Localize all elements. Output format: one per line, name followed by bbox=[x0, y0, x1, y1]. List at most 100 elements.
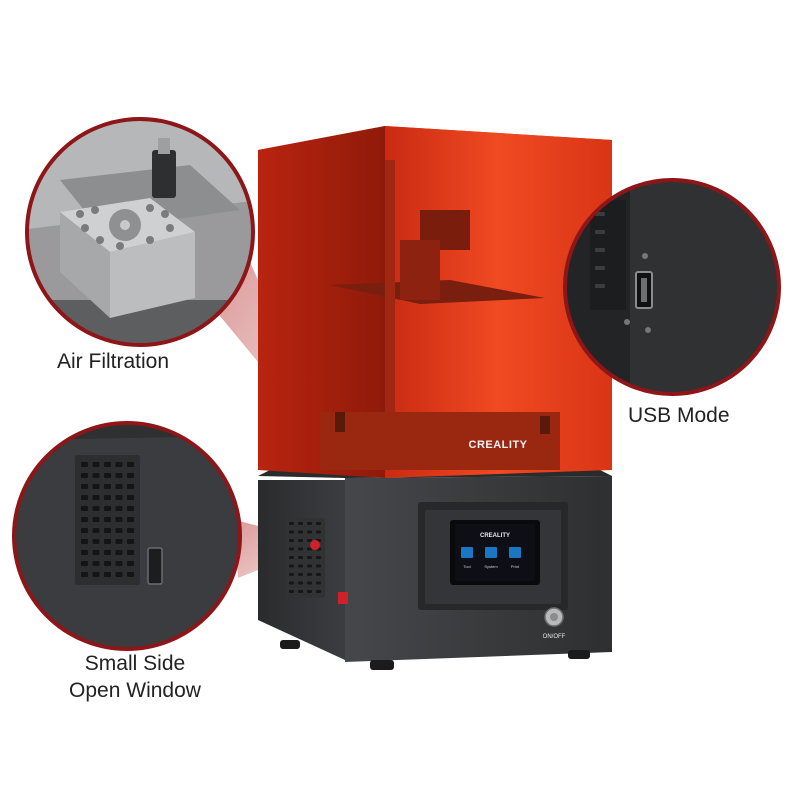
side-window-label-line2: Open Window bbox=[69, 679, 201, 702]
vent-slot bbox=[289, 522, 294, 525]
vent-slot bbox=[115, 572, 123, 577]
vent-slot bbox=[127, 561, 134, 566]
vent-slot bbox=[127, 506, 134, 511]
vent-slot bbox=[298, 590, 303, 593]
print-icon bbox=[509, 547, 521, 558]
vent-slot bbox=[92, 528, 100, 533]
vent-slot bbox=[307, 581, 312, 585]
vent-slot bbox=[104, 462, 111, 467]
vent-slot bbox=[289, 590, 294, 593]
screen-item-print: Print bbox=[511, 564, 520, 569]
vent-slot bbox=[316, 573, 321, 576]
vent-slot bbox=[115, 495, 123, 500]
vent-slot bbox=[115, 506, 123, 511]
vent-slot bbox=[104, 539, 111, 544]
vent-slot bbox=[92, 572, 100, 577]
vent-slot bbox=[298, 547, 303, 551]
filter-hole bbox=[76, 210, 84, 218]
vent-slot bbox=[127, 462, 134, 467]
cover-brand: CREALITY bbox=[469, 439, 528, 451]
vent-slot bbox=[289, 547, 294, 551]
vent-slot bbox=[115, 517, 123, 522]
vent-slot bbox=[115, 473, 123, 478]
vent-slot bbox=[104, 484, 111, 489]
filter-hole bbox=[116, 242, 124, 250]
foot bbox=[280, 640, 300, 649]
vent-slot bbox=[298, 581, 303, 585]
vent-slot bbox=[81, 528, 88, 533]
vent-slot bbox=[127, 484, 134, 489]
filter-hole bbox=[166, 224, 174, 232]
vent-slot bbox=[127, 572, 134, 577]
vent-slot bbox=[307, 590, 312, 593]
vent-slot bbox=[104, 517, 111, 522]
vent-slot bbox=[104, 495, 111, 500]
foot bbox=[568, 650, 590, 659]
vent-slot bbox=[595, 230, 605, 234]
vent-slot bbox=[127, 517, 134, 522]
side-window-callout bbox=[12, 421, 242, 651]
vent-slot bbox=[595, 284, 605, 288]
side-vent-grille bbox=[285, 518, 325, 598]
vent-slot bbox=[289, 539, 294, 542]
vent-slot bbox=[92, 539, 100, 544]
vent-slot bbox=[298, 556, 303, 559]
vent-slot bbox=[316, 556, 321, 559]
side-window-marker bbox=[310, 540, 320, 550]
vent-slot bbox=[92, 517, 100, 522]
vent-slot bbox=[92, 484, 100, 489]
vent-slot bbox=[81, 539, 88, 544]
vent-slot bbox=[307, 539, 312, 542]
vent-slot bbox=[92, 550, 100, 555]
vent-slot bbox=[104, 473, 111, 478]
printer-body bbox=[258, 470, 612, 670]
vent-slot bbox=[316, 522, 321, 525]
vent-slot bbox=[127, 528, 134, 533]
usb-mode-label: USB Mode bbox=[628, 404, 730, 427]
vent-slot bbox=[298, 530, 303, 534]
vent-slot bbox=[92, 506, 100, 511]
vent-slot bbox=[92, 473, 100, 478]
screen-item-system: System bbox=[484, 564, 498, 569]
vent-slot bbox=[289, 564, 294, 568]
filter-hole bbox=[91, 206, 99, 214]
vent-slot bbox=[115, 528, 123, 533]
filter-hole bbox=[161, 210, 169, 218]
vent-slot bbox=[81, 561, 88, 566]
resin-cover: CREALITY bbox=[258, 126, 612, 478]
vent-slot bbox=[595, 248, 605, 252]
vent-slot bbox=[104, 550, 111, 555]
vent-slot bbox=[595, 266, 605, 270]
vent-slot bbox=[81, 484, 88, 489]
vent-slot bbox=[316, 530, 321, 534]
system-icon bbox=[485, 547, 497, 558]
vent-slot bbox=[307, 522, 312, 525]
vent-slot bbox=[307, 573, 312, 576]
filter-hole bbox=[96, 236, 104, 244]
vent-slot bbox=[298, 573, 303, 576]
vent-slot bbox=[81, 473, 88, 478]
vent-slot bbox=[115, 561, 123, 566]
vent-slot bbox=[81, 572, 88, 577]
vent-slot bbox=[104, 506, 111, 511]
vent-slot bbox=[289, 556, 294, 559]
vent-slot bbox=[289, 581, 294, 585]
usb-port-marker bbox=[338, 592, 348, 604]
vent-slot bbox=[81, 506, 88, 511]
power-knob: ON/OFF bbox=[543, 607, 566, 640]
side-window-label-line1: Small Side bbox=[84, 652, 186, 675]
touchscreen: CREALITY Tool System Print bbox=[450, 520, 540, 585]
vent-slot bbox=[104, 528, 111, 533]
vent-slot bbox=[115, 539, 123, 544]
filter-hole bbox=[146, 204, 154, 212]
vent-slot bbox=[81, 495, 88, 500]
vent-slot bbox=[289, 530, 294, 534]
vent-slot bbox=[316, 564, 321, 568]
usb-mode-callout bbox=[563, 178, 781, 396]
filter-hole bbox=[81, 224, 89, 232]
vent-slot bbox=[115, 462, 123, 467]
vent-slot bbox=[81, 462, 88, 467]
screen-brand: CREALITY bbox=[480, 533, 510, 539]
vent-slot bbox=[92, 495, 100, 500]
